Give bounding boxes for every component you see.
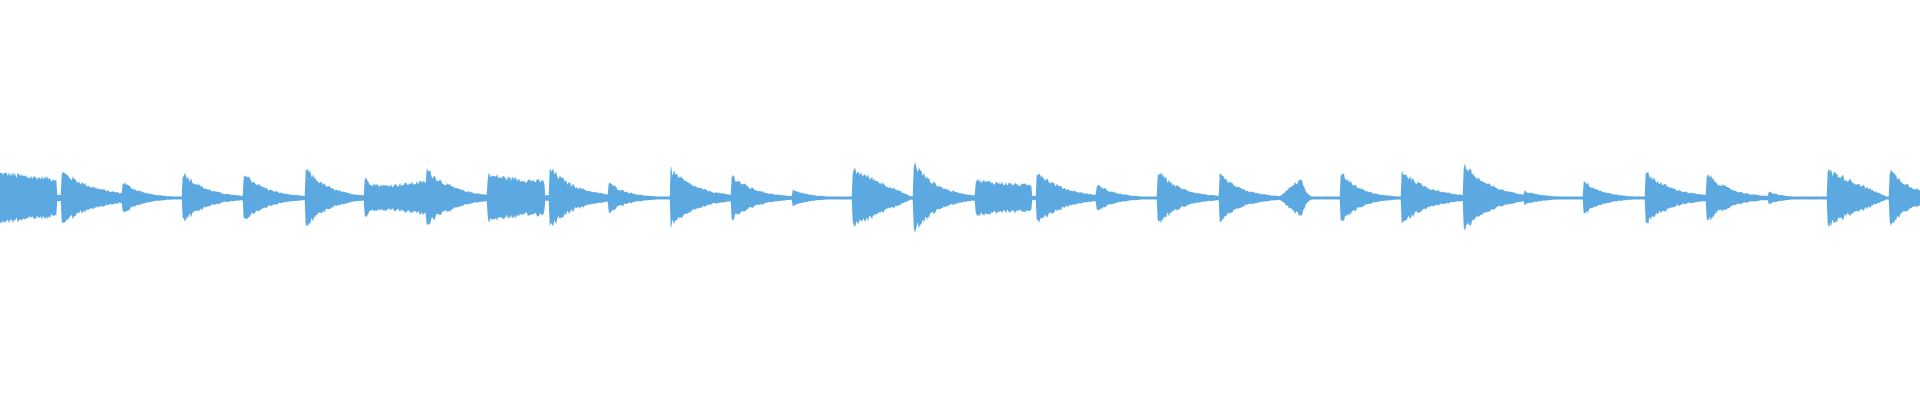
waveform-envelope <box>0 162 1920 232</box>
